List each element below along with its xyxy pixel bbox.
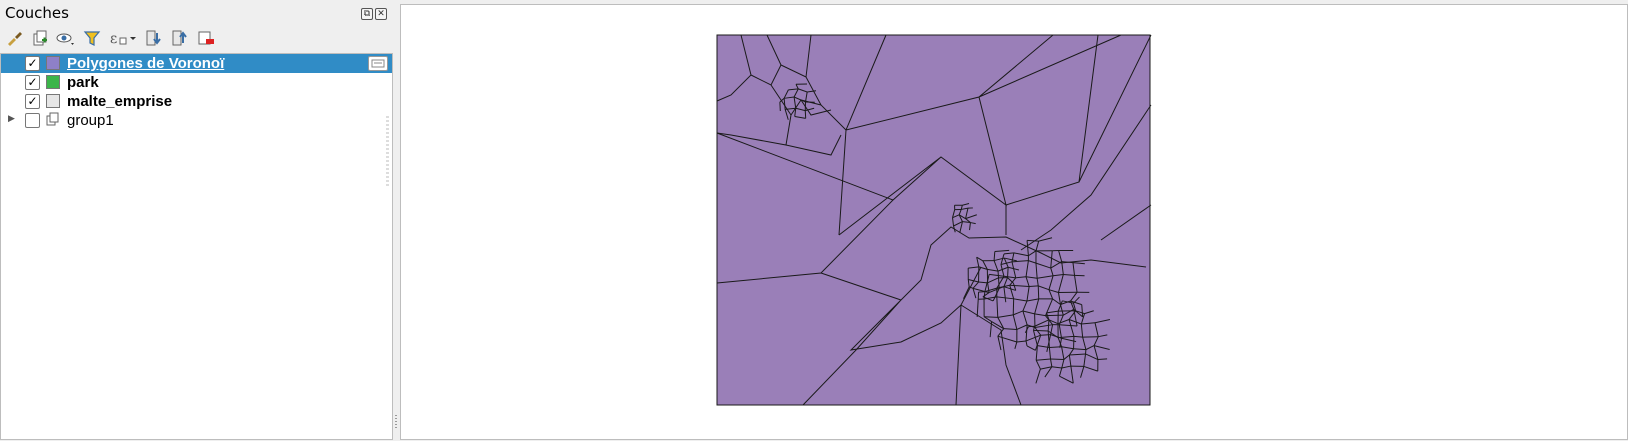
layers-panel: Couches ⧉ ✕ ε ✓ Polygones <box>0 0 395 440</box>
layer-name: Polygones de Voronoï <box>67 55 224 72</box>
layer-symbol-swatch <box>46 75 60 89</box>
voronoi-edge <box>1008 267 1009 277</box>
layer-row-malte-emprise[interactable]: ✓ malte_emprise <box>1 92 392 111</box>
map-canvas[interactable] <box>400 4 1628 440</box>
filter-funnel-icon[interactable] <box>82 28 102 48</box>
layer-name: malte_emprise <box>67 93 172 110</box>
layer-visibility-checkbox[interactable]: ✓ <box>25 94 40 109</box>
expression-filter-icon[interactable]: ε <box>108 28 138 48</box>
layer-symbol-swatch <box>46 94 60 108</box>
layer-symbol-swatch <box>46 56 60 70</box>
voronoi-edge <box>984 317 998 318</box>
group-icon <box>46 112 60 126</box>
close-panel-icon[interactable]: ✕ <box>375 8 387 20</box>
layer-visibility-checkbox[interactable]: ✓ <box>25 75 40 90</box>
voronoi-edge <box>1049 347 1061 348</box>
layer-name: park <box>67 74 99 91</box>
layer-row-voronoi[interactable]: ✓ Polygones de Voronoï <box>1 54 392 73</box>
voronoi-map <box>401 5 1628 441</box>
add-group-icon[interactable] <box>30 28 50 48</box>
layer-tree: ✓ Polygones de Voronoï ✓ park ✓ malte_em… <box>0 53 393 440</box>
voronoi-edge <box>1041 335 1051 336</box>
float-panel-icon[interactable]: ⧉ <box>361 8 373 20</box>
layers-toolbar: ε <box>4 26 216 50</box>
remove-layer-icon[interactable] <box>196 28 216 48</box>
panel-title: Couches <box>5 4 69 22</box>
voronoi-edge <box>1098 359 1107 360</box>
layer-visibility-checkbox[interactable]: ✓ <box>25 56 40 71</box>
collapse-all-icon[interactable] <box>170 28 190 48</box>
layer-visibility-checkbox[interactable] <box>25 113 40 128</box>
layer-row-park[interactable]: ✓ park <box>1 73 392 92</box>
voronoi-edge <box>1033 330 1048 331</box>
layer-row-group1[interactable]: ▶ group1 <box>1 111 392 130</box>
voronoi-edge <box>1029 286 1038 287</box>
expand-arrow-icon[interactable]: ▶ <box>8 114 15 124</box>
expand-all-icon[interactable] <box>144 28 164 48</box>
eye-visibility-icon[interactable] <box>56 28 76 48</box>
layer-indicator-icon[interactable] <box>368 56 388 71</box>
layer-name: group1 <box>67 112 114 129</box>
resize-grip <box>386 116 389 186</box>
svg-text:ε: ε <box>110 31 117 47</box>
splitter-grip <box>395 415 397 429</box>
style-brush-icon[interactable] <box>4 28 24 48</box>
voronoi-edge <box>999 278 1000 289</box>
